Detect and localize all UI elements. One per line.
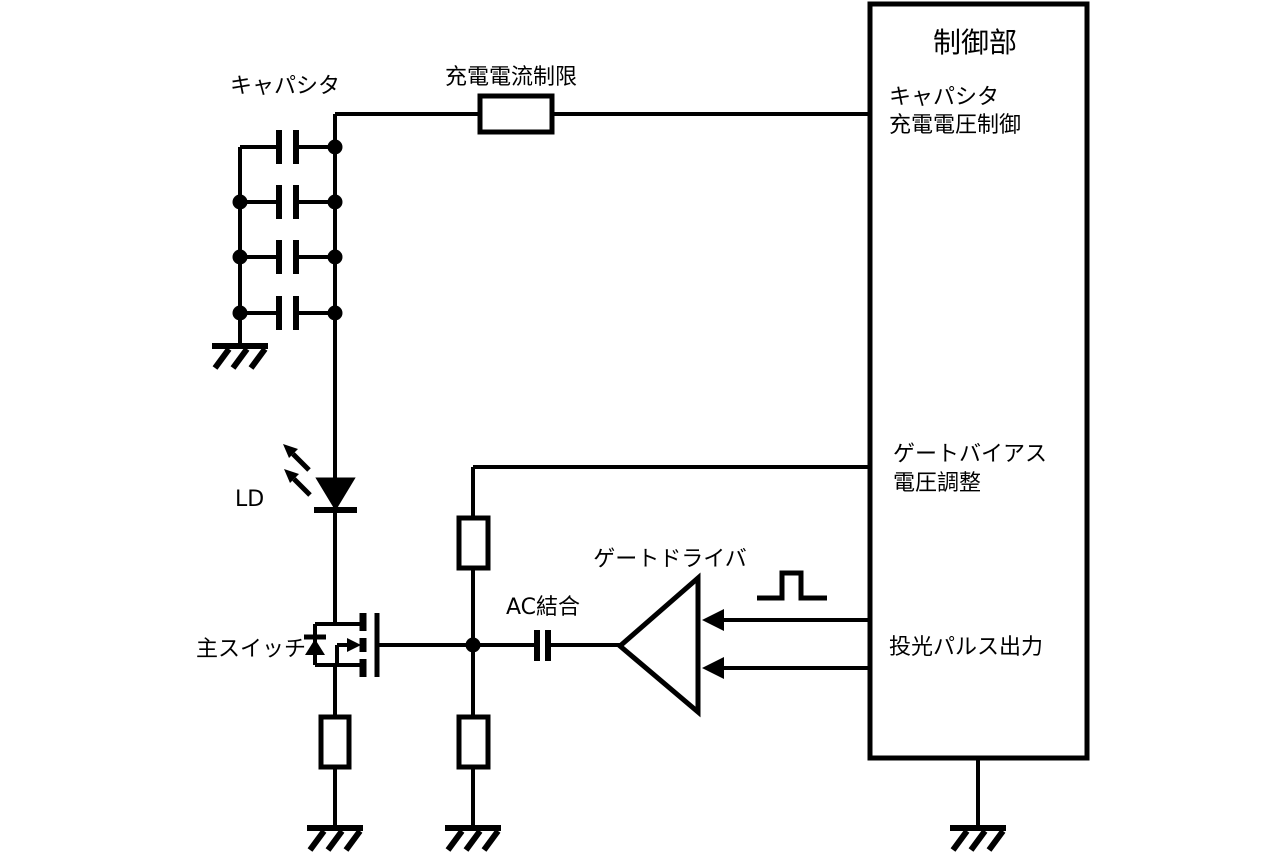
pulse-waveform-icon	[757, 570, 827, 601]
light-pulse-output-label: 投光パルス出力	[889, 635, 1043, 660]
capacitor-symbol	[240, 185, 335, 219]
charge-current-limit-resistor	[477, 93, 555, 135]
main-switch-label: 主スイッチ	[196, 637, 306, 662]
ac-coupling-capacitor	[473, 630, 620, 661]
gate-driver-label: ゲートドライバ	[593, 547, 747, 572]
ground-icon	[212, 343, 268, 370]
resistor	[318, 714, 352, 770]
light-emission-arrows	[283, 444, 312, 497]
gate-driver-triangle	[616, 572, 701, 718]
charge-current-limit-label: 充電電流制限	[445, 65, 577, 90]
cap-charge-voltage-label-line2: 充電電圧制御	[889, 113, 1021, 138]
driver-input-lines	[702, 609, 870, 679]
capacitor-symbol	[240, 130, 335, 164]
arrow-left-icon	[702, 609, 724, 631]
ground-icon	[445, 825, 501, 852]
body-diode	[304, 634, 326, 655]
capacitor-symbol	[240, 296, 335, 330]
ground-icon	[307, 825, 363, 852]
control-unit-title: 制御部	[933, 26, 1017, 59]
laser-diode-label: LD	[235, 487, 264, 512]
resistor	[456, 714, 491, 770]
cap-charge-voltage-label-line1: キャパシタ	[889, 85, 999, 110]
laser-diode-icon	[283, 444, 357, 513]
gate-bias-label-line1: ゲートバイアス	[893, 442, 1047, 467]
gate-bias-network	[445, 465, 870, 852]
capacitor-bank	[212, 114, 343, 624]
gate-bias-label-line2: 電圧調整	[893, 471, 981, 496]
capacitor-symbol	[240, 240, 335, 274]
charge-path	[335, 93, 870, 135]
junction-dots	[232, 139, 343, 321]
ground-icon	[950, 825, 1006, 852]
mosfet-symbol	[304, 510, 473, 717]
resistor	[456, 515, 491, 571]
arrow-left-icon	[702, 657, 724, 679]
source-resistor-branch	[307, 714, 363, 852]
control-unit-box	[867, 1, 1090, 852]
ac-coupling-label: AC結合	[506, 595, 580, 620]
capacitor-bank-label: キャパシタ	[230, 74, 340, 99]
